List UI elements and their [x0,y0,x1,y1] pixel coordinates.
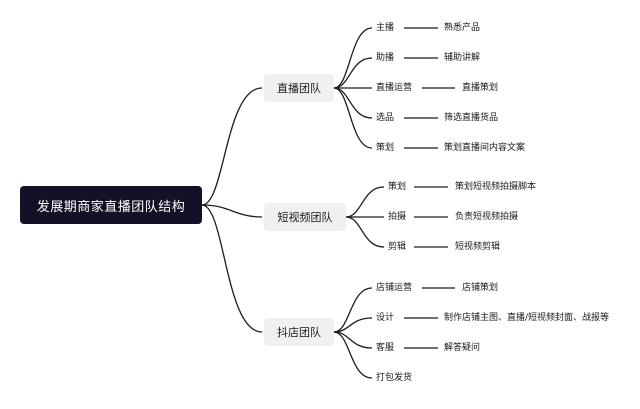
group-node-douyin-store: 抖店团队 [264,318,334,346]
role-label: 设计 [376,313,395,323]
group-node-live: 直播团队 [264,74,334,102]
role-label: 店铺运营 [376,283,413,293]
role-desc: 负责短视频拍摄 [455,212,519,222]
role-label: 主播 [376,23,395,33]
role-desc: 直播策划 [462,83,499,93]
link-g2-r3 [345,216,385,248]
link-g3-r1 [333,287,373,333]
link-root-group-2 [201,204,263,218]
role-desc: 策划直播间内容文案 [444,143,526,153]
role-desc: 筛选直播货品 [444,113,499,123]
role-desc: 解答疑问 [444,343,481,353]
role-label: 剪辑 [388,242,407,252]
role-label: 策划 [376,143,395,153]
link-root-group-1 [201,87,263,206]
root-node: 发展期商家直播团队结构 [20,186,202,224]
role-label: 客服 [376,343,395,353]
link-g3-r2 [333,317,373,333]
role-desc: 短视频剪辑 [455,242,501,252]
role-label: 策划 [388,182,407,192]
role-desc: 辅助讲解 [444,53,481,63]
link-g1-r4 [333,87,373,119]
role-desc: 策划短视频拍摄脚本 [455,182,537,192]
role-label: 打包发货 [376,373,413,383]
link-g1-r5 [333,87,373,149]
role-label: 直播运营 [376,83,413,93]
role-label: 助播 [376,53,395,63]
role-desc: 熟悉产品 [444,23,481,33]
link-g3-r4 [333,331,373,379]
role-desc: 店铺策划 [462,283,499,293]
link-g1-r2 [333,57,373,89]
link-g2-r1 [345,186,385,218]
role-label: 选品 [376,113,395,123]
link-root-group-3 [201,204,263,333]
role-label: 拍摄 [388,212,407,222]
group-node-short-video: 短视频团队 [264,203,346,231]
role-desc: 制作店铺主图、直播/短视频封面、战报等 [444,313,610,323]
link-g1-r1 [333,27,373,89]
